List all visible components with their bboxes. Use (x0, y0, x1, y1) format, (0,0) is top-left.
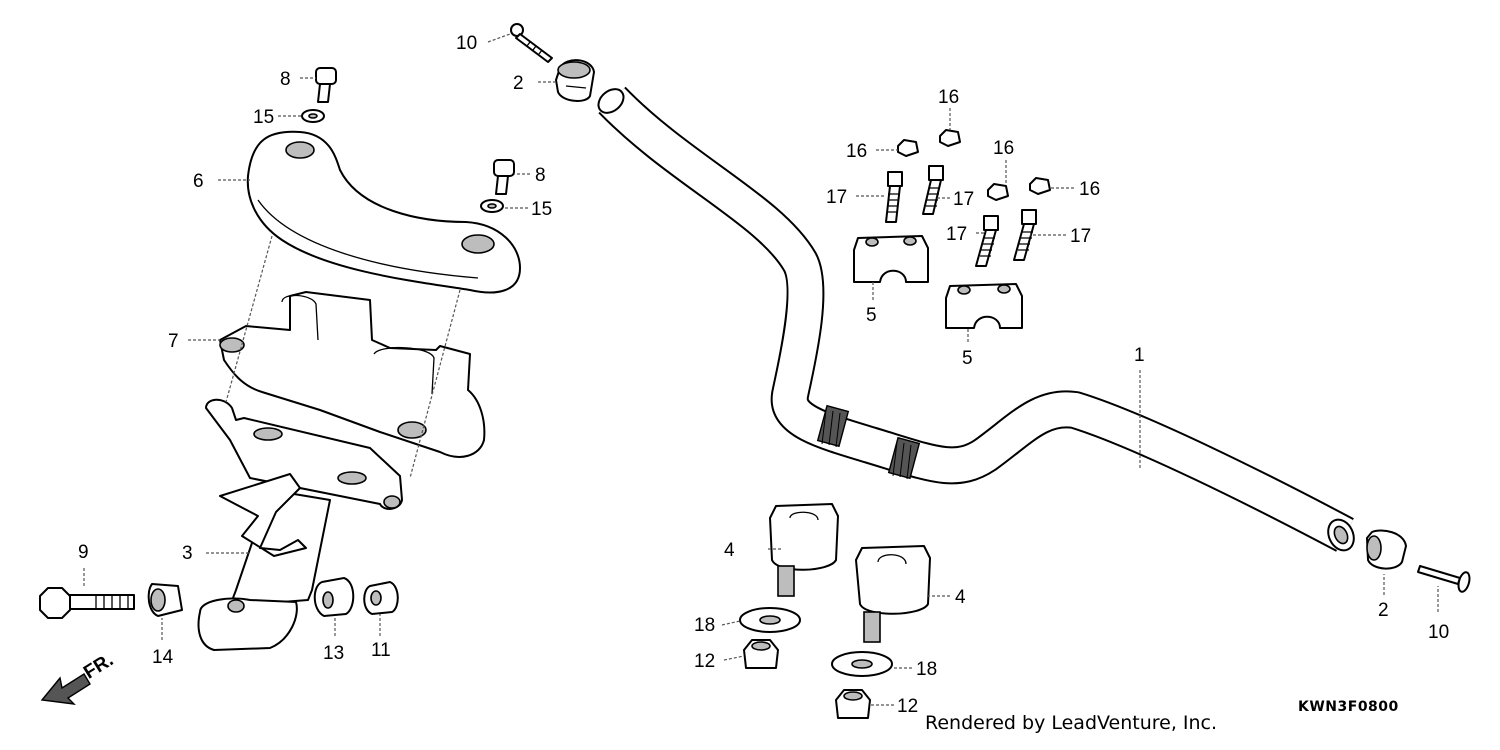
handlebar-holder-upper-a[interactable] (853, 235, 929, 283)
nut-part-12-a[interactable] (743, 639, 779, 669)
callout-labels: 1 2 2 3 4 4 5 5 6 7 8 8 9 10 10 11 12 12… (78, 33, 1449, 717)
callout-11: 11 (371, 640, 391, 661)
callout-5-lower: 5 (962, 348, 973, 369)
handlebar-cover-part-6[interactable] (246, 130, 521, 294)
callout-10-right: 10 (1428, 622, 1449, 643)
callout-14: 14 (152, 647, 174, 668)
leader-lines (83, 33, 1439, 706)
callout-8-left: 8 (280, 69, 291, 90)
bar-end-weight-right[interactable] (1366, 529, 1407, 570)
callout-16-mid: 16 (993, 138, 1014, 159)
handlebar-part-1[interactable] (594, 84, 1359, 554)
callout-16-right: 16 (1079, 179, 1100, 200)
callout-15-right: 15 (531, 199, 552, 220)
cap-part-16-b[interactable] (939, 129, 961, 147)
callout-3: 3 (182, 543, 193, 564)
front-direction-arrow: FR. (40, 649, 117, 705)
callout-13: 13 (323, 643, 344, 664)
bolt-part-17-d[interactable] (1013, 209, 1037, 261)
bar-end-screw-right[interactable] (1417, 565, 1471, 593)
top-bridge-part-7[interactable] (219, 291, 486, 458)
handlebar-holder-lower-b[interactable] (855, 545, 931, 643)
stem-part-3[interactable] (197, 473, 331, 651)
bolt-part-8-a[interactable] (315, 67, 337, 103)
callout-16-left: 16 (846, 141, 867, 162)
cap-part-16-d[interactable] (1029, 177, 1051, 195)
callout-17-a: 17 (826, 187, 847, 208)
spacer-part-13[interactable] (313, 577, 355, 617)
callout-17-d: 17 (1070, 226, 1091, 247)
washer-part-15-b[interactable] (480, 199, 504, 213)
callout-5-upper: 5 (866, 305, 877, 326)
callout-17-b: 17 (953, 189, 974, 210)
washer-part-18-a[interactable] (739, 607, 801, 633)
spacer-part-14[interactable] (147, 583, 183, 617)
callout-1: 1 (1134, 345, 1145, 366)
cap-part-16-a[interactable] (897, 139, 919, 157)
callout-8-right: 8 (535, 165, 546, 186)
callout-4-right: 4 (955, 587, 966, 608)
rendered-by-credit: Rendered by LeadVenture, Inc. (925, 712, 1218, 734)
callout-4-left: 4 (724, 540, 735, 561)
callout-2-left: 2 (513, 73, 524, 94)
bolt-part-8-b[interactable] (493, 159, 515, 195)
callout-9: 9 (78, 542, 89, 563)
knurl-band-left (816, 404, 850, 448)
bolt-part-9[interactable] (39, 587, 135, 619)
nut-part-12-b[interactable] (835, 689, 871, 719)
callout-6: 6 (193, 171, 204, 192)
callout-18-right: 18 (916, 659, 937, 680)
callout-18-left: 18 (694, 615, 715, 636)
handlebar-holder-lower-a[interactable] (769, 503, 839, 597)
callout-17-c: 17 (946, 224, 967, 245)
bolt-part-17-a[interactable] (885, 171, 903, 223)
callout-12-left: 12 (694, 651, 715, 672)
callout-7: 7 (168, 331, 179, 352)
diagram-code: KWN3F0800 (1298, 699, 1399, 715)
cap-part-16-c[interactable] (987, 183, 1009, 201)
callout-16-top: 16 (938, 87, 959, 108)
assembly-guide-lines (225, 235, 461, 479)
bolt-part-17-c[interactable] (975, 215, 999, 267)
washer-part-15-a[interactable] (301, 109, 325, 123)
washer-part-18-b[interactable] (831, 651, 893, 677)
nut-part-11[interactable] (363, 581, 399, 615)
callout-10-left: 10 (456, 33, 477, 54)
bar-end-weight-left[interactable] (555, 59, 595, 102)
knurl-band-right (887, 436, 921, 480)
callout-12-right: 12 (897, 696, 918, 717)
bar-end-screw-left[interactable] (510, 23, 553, 63)
handlebar-holder-upper-b[interactable] (945, 283, 1023, 329)
bottom-bracket[interactable] (205, 398, 403, 510)
bolt-part-17-b[interactable] (922, 165, 944, 215)
callout-15-left: 15 (253, 107, 274, 128)
callout-2-right: 2 (1378, 600, 1389, 621)
